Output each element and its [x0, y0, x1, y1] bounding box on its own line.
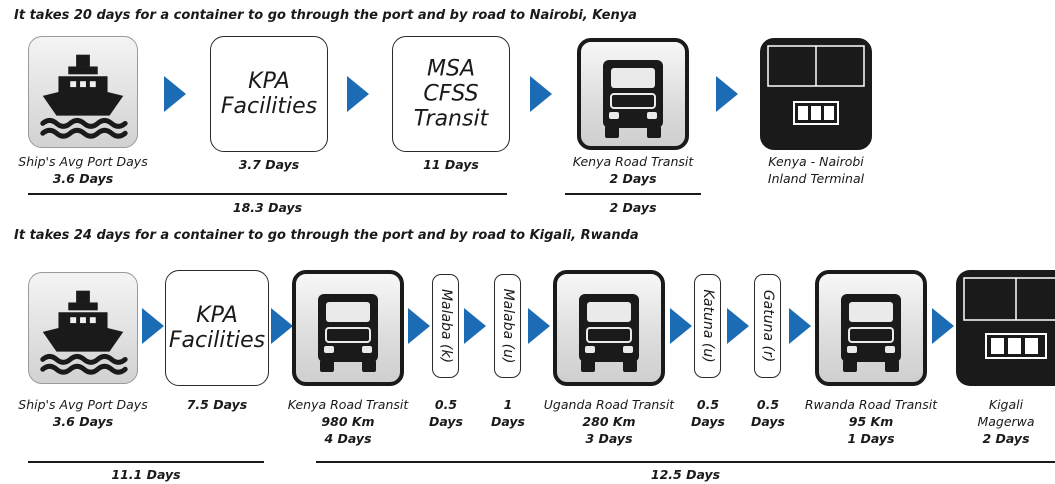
- border-malaba-k: Malaba (k): [432, 274, 459, 378]
- row1-truck-caption: Kenya Road Transit 2 Days: [556, 153, 710, 187]
- row2-kpa-days: 7.5 Days: [186, 397, 248, 412]
- row2-total-1: 11.1 Days: [111, 467, 181, 482]
- caption-value: 1 Days: [847, 431, 895, 446]
- caption-value: 280 Km: [582, 414, 636, 429]
- caption-line: Kenya Road Transit: [572, 154, 694, 169]
- caption-line: Ship's Avg Port Days: [18, 154, 148, 169]
- row1-total-2: 2 Days: [609, 200, 657, 215]
- row1-total-1: 18.3 Days: [232, 200, 303, 215]
- flow-arrow: [408, 308, 430, 344]
- row2-rwanda-caption: Rwanda Road Transit 95 Km 1 Days: [796, 396, 946, 447]
- caption-value: 2 Days: [982, 431, 1030, 446]
- row1-terminal-tile: [760, 38, 872, 150]
- border-katuna-u: Katuna (u): [694, 274, 721, 378]
- border-label: Malaba (k): [437, 288, 454, 364]
- row1-ship-caption: Ship's Avg Port Days 3.6 Days: [6, 153, 160, 187]
- flow-arrow: [789, 308, 811, 344]
- truck-icon: [579, 294, 639, 372]
- caption-line: Kenya Road Transit: [287, 397, 409, 412]
- truck-icon: [603, 60, 663, 138]
- border-gatuna-r: Gatuna (r): [754, 274, 781, 378]
- caption-line: Uganda Road Transit: [543, 397, 675, 412]
- caption-value: 3 Days: [585, 431, 633, 446]
- flow-arrow: [727, 308, 749, 344]
- terminal-icon: [963, 277, 1055, 359]
- caption-value: 3.6 Days: [52, 414, 114, 429]
- caption-line: Ship's Avg Port Days: [18, 397, 148, 412]
- row1-terminal-caption: Kenya - Nairobi Inland Terminal: [739, 153, 893, 187]
- flow-arrow: [271, 308, 293, 344]
- row1-title: It takes 20 days for a container to go t…: [14, 8, 637, 23]
- row2-uganda-caption: Uganda Road Transit 280 Km 3 Days: [536, 396, 682, 447]
- flow-arrow: [528, 308, 550, 344]
- row2-total-bar: [316, 461, 1055, 463]
- row2-kenya-truck-tile: [292, 270, 404, 386]
- row2-total-bar: [28, 461, 264, 463]
- flow-arrow: [142, 308, 164, 344]
- flow-arrow: [670, 308, 692, 344]
- caption-line: Inland Terminal: [767, 171, 865, 186]
- caption-line: Rwanda Road Transit: [804, 397, 938, 412]
- caption-line: Magerwa: [977, 414, 1035, 429]
- row1-ship-tile: [28, 36, 138, 148]
- row1-total-bar: [565, 193, 701, 195]
- ship-icon: [40, 290, 128, 375]
- row1-kpa-days: 3.7 Days: [238, 157, 300, 172]
- border-label: Gatuna (r): [759, 289, 776, 363]
- row1-msa-days: 11 Days: [423, 157, 479, 172]
- row2-kigali-caption: Kigali Magerwa 2 Days: [962, 396, 1050, 447]
- caption-value: 95 Km: [848, 414, 894, 429]
- border-malaba-u: Malaba (u): [494, 274, 521, 378]
- flow-arrow: [932, 308, 954, 344]
- row2-ship-caption: Ship's Avg Port Days 3.6 Days: [6, 396, 160, 430]
- row2-total-2: 12.5 Days: [650, 467, 721, 482]
- caption-line: Kigali: [988, 397, 1024, 412]
- terminal-icon: [767, 45, 865, 142]
- ship-icon: [40, 54, 128, 139]
- flow-arrow: [530, 76, 552, 112]
- row1-total-bar: [28, 193, 507, 195]
- flow-arrow: [164, 76, 186, 112]
- truck-icon: [841, 294, 901, 372]
- row2-title: It takes 24 days for a container to go t…: [14, 228, 639, 243]
- row2-kenya-caption: Kenya Road Transit 980 Km 4 Days: [276, 396, 420, 447]
- row2-terminal-tile: [956, 270, 1055, 386]
- row2-uganda-truck-tile: [553, 270, 665, 386]
- row2-rwanda-truck-tile: [815, 270, 927, 386]
- row2-ship-tile: [28, 272, 138, 384]
- caption-value: 4 Days: [324, 431, 372, 446]
- border-label: Malaba (u): [499, 288, 516, 364]
- flow-arrow: [716, 76, 738, 112]
- row1-truck-tile: [577, 38, 689, 150]
- caption-line: Kenya - Nairobi: [768, 154, 864, 169]
- flow-arrow: [347, 76, 369, 112]
- caption-value: 2 Days: [609, 171, 657, 186]
- truck-icon: [318, 294, 378, 372]
- caption-value: 3.6 Days: [52, 171, 114, 186]
- flow-arrow: [464, 308, 486, 344]
- caption-value: 980 Km: [321, 414, 375, 429]
- border-label: Katuna (u): [699, 289, 716, 363]
